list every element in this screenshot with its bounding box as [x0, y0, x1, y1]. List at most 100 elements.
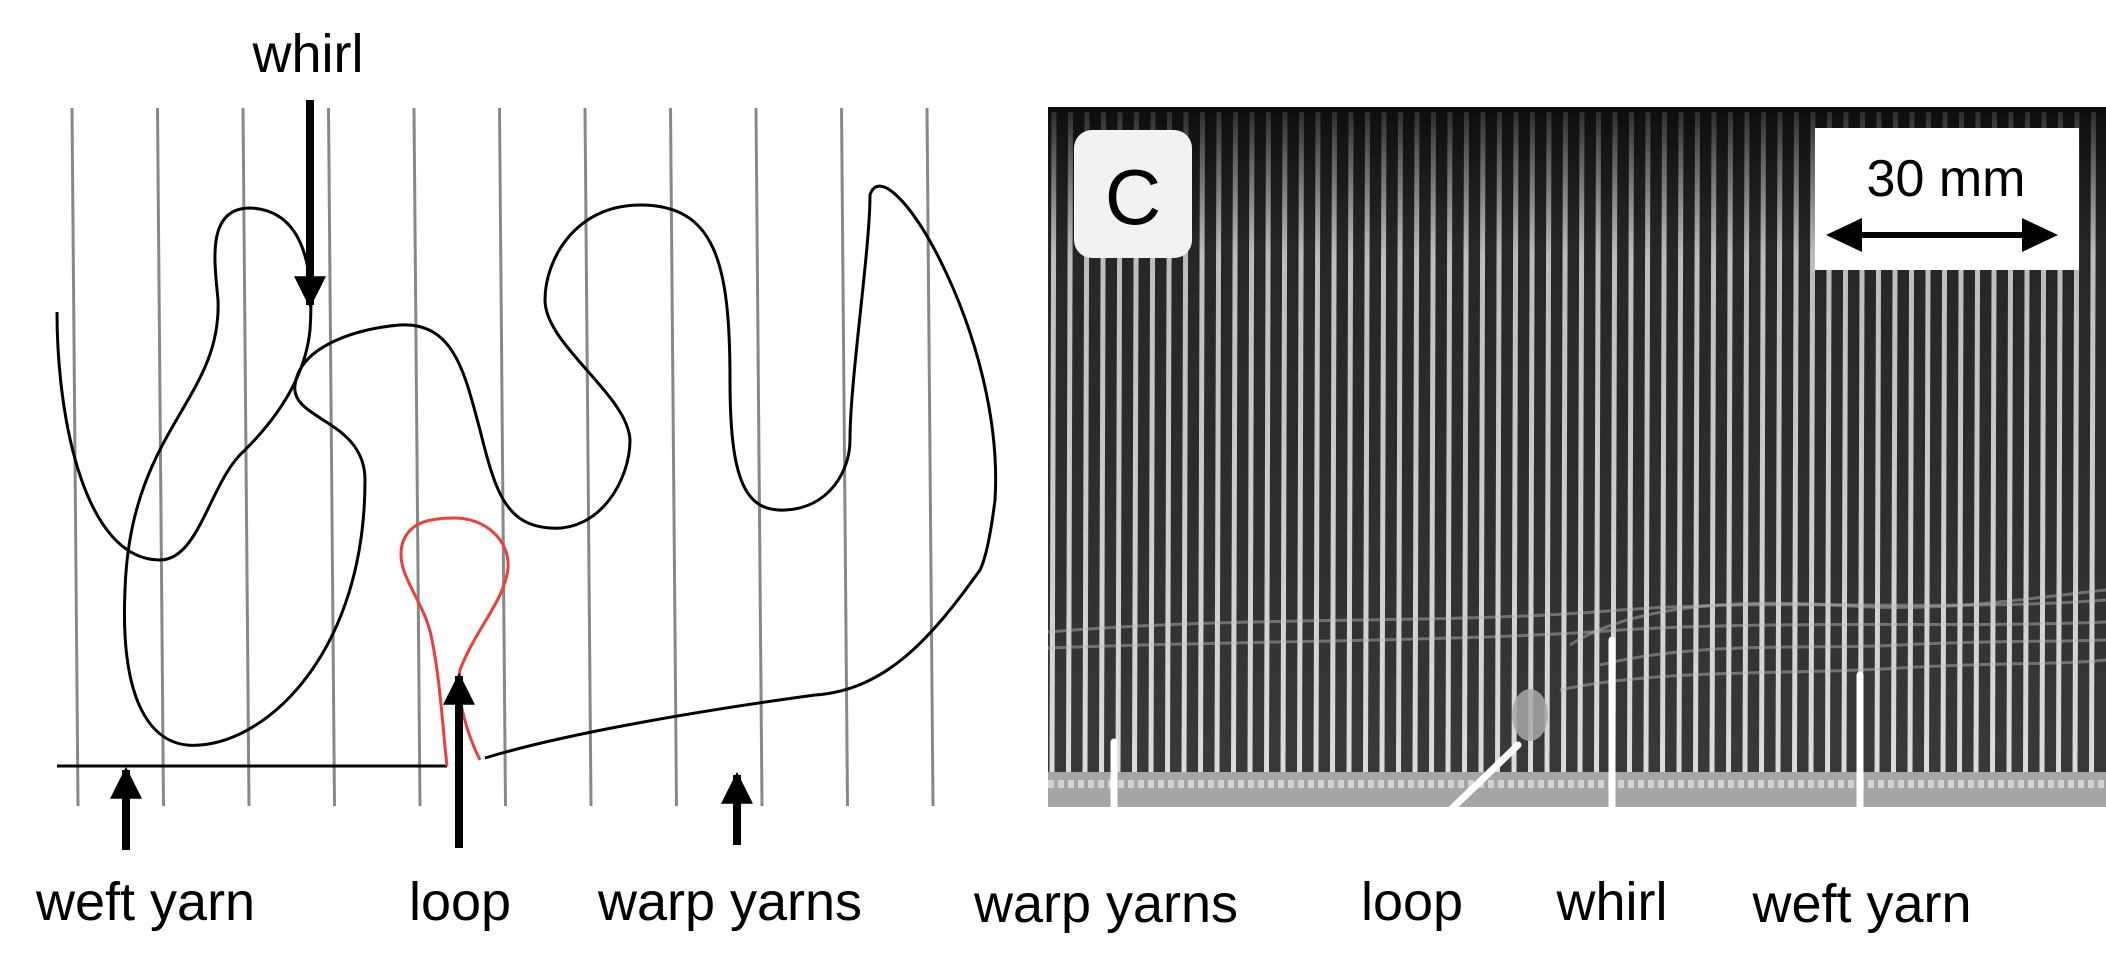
photo-woven-texture-cell	[1748, 780, 1754, 788]
photo-warp-yarn	[1462, 111, 1469, 776]
schematic-warp-yarn	[754, 107, 764, 807]
photo-woven-texture-cell	[1058, 780, 1064, 788]
photo-woven-texture	[1048, 780, 2104, 788]
photo-woven-texture-cell	[1338, 780, 1344, 788]
photo-warp-yarn	[1066, 111, 1073, 776]
photo-warp-yarn	[1363, 111, 1370, 776]
photo-warp-yarn	[1742, 111, 1750, 776]
photo-warp-yarn	[1594, 111, 1601, 776]
weft-yarn-label: weft yarn	[35, 872, 255, 932]
photo-woven-texture-cell	[1568, 780, 1574, 788]
photo-warp-yarn	[1313, 111, 1321, 776]
photo-panel: C 30 mm warp yarns loop whirl weft yarn	[973, 107, 2106, 934]
photo-woven-texture-cell	[2088, 780, 2094, 788]
photo-woven-texture-cell	[1898, 780, 1904, 788]
schematic-warp-yarns	[70, 107, 935, 807]
photo-woven-texture-cell	[1318, 780, 1324, 788]
photo-woven-texture-cell	[1078, 780, 1084, 788]
schematic-warp-yarn	[156, 107, 165, 807]
photo-weft-band	[1047, 588, 2106, 692]
photo-woven-texture-cell	[1468, 780, 1474, 788]
schematic-warp-yarn	[327, 107, 336, 807]
photo-loop-pointer	[1410, 741, 1522, 849]
photo-warp-yarn	[2089, 111, 2096, 776]
photo-woven-texture-cell	[1688, 780, 1694, 788]
photo-woven-texture-cell	[1658, 780, 1664, 788]
photo-warp-yarn	[1478, 111, 1486, 776]
photo-woven-texture-cell	[1638, 780, 1644, 788]
photo-woven-texture-cell	[1938, 780, 1944, 788]
photo-warp-yarn	[1231, 111, 1238, 776]
scale-bar-label: 30 mm	[1867, 150, 2026, 208]
photo-woven-texture-cell	[1048, 780, 1054, 788]
schematic-weft-yarn	[55, 184, 998, 760]
photo-woven-texture-cell	[2038, 780, 2044, 788]
schematic-warp-yarn	[583, 107, 593, 807]
photo-woven-texture-cell	[2068, 780, 2074, 788]
photo-woven-texture-cell	[2008, 780, 2014, 788]
photo-warp-yarn	[1660, 111, 1667, 776]
photo-woven-texture-cell	[1588, 780, 1594, 788]
photo-woven-texture-cell	[1888, 780, 1894, 788]
panel-letter-box	[1074, 130, 1192, 258]
photo-woven-texture-cell	[1228, 780, 1234, 788]
photo-woven-texture-cell	[1238, 780, 1244, 788]
photo-woven-texture-cell	[1838, 780, 1844, 788]
photo-warp-yarn	[1759, 111, 1766, 776]
photo-woven-texture-cell	[1418, 780, 1424, 788]
schematic-warp-yarn	[241, 107, 251, 807]
photo-warp-yarn	[1561, 111, 1568, 776]
photo-woven-texture-cell	[1368, 780, 1374, 788]
photo-warp-yarn	[1214, 111, 1222, 776]
photo-woven-texture-cell	[1918, 780, 1924, 788]
schematic-warp-yarn	[840, 107, 849, 807]
photo-woven-texture-cell	[1508, 780, 1514, 788]
photo-woven-texture-cell	[1268, 780, 1274, 788]
photo-woven-texture-cell	[1438, 780, 1444, 788]
photo-warp-yarn	[1726, 111, 1733, 776]
photo-woven-texture-cell	[1868, 780, 1874, 788]
photo-woven-texture-cell	[1668, 780, 1674, 788]
schematic-warp-yarn	[412, 107, 422, 807]
photo-woven-texture-cell	[1498, 780, 1504, 788]
photo-woven-texture-cell	[1098, 780, 1104, 788]
photo-woven-texture-cell	[1618, 780, 1624, 788]
photo-woven-texture-cell	[2078, 780, 2084, 788]
schematic-loop	[399, 516, 510, 767]
photo-woven-texture-cell	[1128, 780, 1134, 788]
photo-woven-texture-cell	[1848, 780, 1854, 788]
photo-warp-yarn	[1709, 111, 1717, 776]
photo-woven-texture-cell	[1788, 780, 1794, 788]
photo-woven-texture-cell	[1978, 780, 1984, 788]
photo-woven-texture-cell	[1738, 780, 1744, 788]
photo-woven-texture-cell	[1728, 780, 1734, 788]
photo-woven-texture-cell	[1598, 780, 1604, 788]
photo-woven-texture-cell	[1528, 780, 1534, 788]
photo-woven-texture-cell	[1258, 780, 1264, 788]
photo-warp-yarn	[1528, 111, 1535, 776]
photo-warp-yarn	[1577, 111, 1585, 776]
photo-woven-texture-cell	[1708, 780, 1714, 788]
loop-label: loop	[409, 872, 511, 932]
photo-warp-yarn	[1247, 111, 1255, 776]
photo-woven-texture-cell	[1778, 780, 1784, 788]
photo-woven-texture-cell	[1068, 780, 1074, 788]
photo-woven-texture-cell	[1698, 780, 1704, 788]
photo-woven-texture-cell	[1348, 780, 1354, 788]
photo-weft-yarn-label: weft yarn	[1751, 874, 1971, 934]
photo-warp-yarn	[1198, 111, 1205, 776]
photo-woven-texture-cell	[1428, 780, 1434, 788]
photo-loop-knot	[1512, 689, 1548, 741]
photo-woven-texture-cell	[2058, 780, 2064, 788]
photo-woven-texture-cell	[1818, 780, 1824, 788]
photo-warp-yarn	[1544, 111, 1552, 776]
photo-warp-yarn	[1412, 111, 1420, 776]
photo-warp-yarn	[1330, 111, 1337, 776]
photo-woven-texture-cell	[1298, 780, 1304, 788]
photo-woven-texture-cell	[1828, 780, 1834, 788]
photo-woven-texture-cell	[1968, 780, 1974, 788]
photo-warp-yarn	[1676, 111, 1684, 776]
photo-woven-texture-cell	[1928, 780, 1934, 788]
photo-woven-texture-cell	[1138, 780, 1144, 788]
